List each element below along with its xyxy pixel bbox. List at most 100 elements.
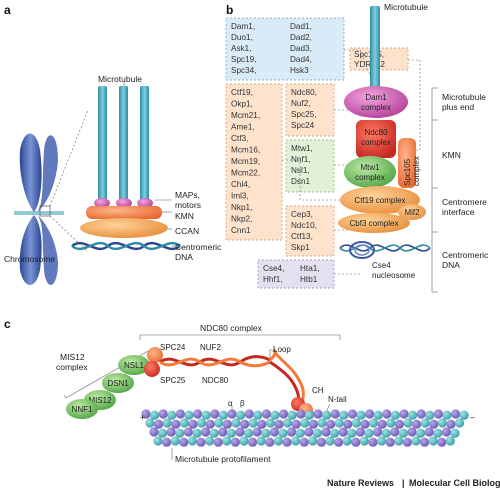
tubulin-subunit [150,410,160,420]
tubulin-subunit [273,436,283,446]
svg-text:Hta1,Htb1: Hta1,Htb1 [300,264,320,284]
tubulin-subunit [300,418,310,428]
tubulin-subunit [269,427,279,437]
tubulin-subunit [299,437,309,447]
tubulin-subunit [295,428,305,438]
tubulin-subunit [373,427,383,437]
tubulin-subunit [287,410,297,420]
tubulin-subunit [377,419,387,429]
panel-a-label: a [4,3,11,17]
tubulin-subunit [308,436,318,446]
chromosome-icon [14,133,64,285]
spc105-complex-label: Spc105complex [403,156,421,186]
tubulin-subunit [364,428,374,438]
tubulin-subunit [304,427,314,437]
tubulin-subunit [330,409,340,419]
tubulin-subunit [193,409,203,419]
tubulin-subunit [338,427,348,437]
tubulin-subunit [420,418,430,428]
tubulin-subunit [236,410,246,420]
tubulin-subunit [265,418,275,428]
tubulin-subunit [321,427,331,437]
tubulin-subunit [385,437,395,447]
centromeric-dna-a [71,241,181,251]
tubulin-subunit [411,436,421,446]
kmn-layer [86,206,162,219]
tubulin-subunit [244,428,254,438]
tubulin-subunit [382,409,392,419]
tubulin-subunit [291,419,301,429]
tubulin-subunit [412,419,422,429]
nsl1-label: NSL1 [124,361,145,370]
chromosome-label: Chromosome [4,254,55,264]
tubulin-subunit [450,428,460,438]
tubulin-subunit [154,419,164,429]
svg-text:Ndc80,Nuf2,Spc25,Spc24: Ndc80,Nuf2,Spc25,Spc24 [291,88,317,130]
tubulin-subunit [360,419,370,429]
tubulin-subunit [235,427,245,437]
tubulin-subunit [451,409,461,419]
tubulin-subunit [166,427,176,437]
nsl1-subunit [118,355,150,375]
panel-b: b Dam1,Duo1,Ask1,Spc19,Spc34, Dad1,Dad2,… [225,2,489,293]
tubulin-subunit [279,409,289,419]
tubulin-subunit [158,409,168,419]
centromeric-dna-b [339,244,431,252]
protofilament-label: Microtubule protofilament [175,454,271,464]
tubulin-subunit [308,419,318,429]
plus-end-label: + [140,412,145,422]
tubulin-subunit [162,418,172,428]
spc24-head [147,347,163,363]
tubulin-subunit [403,418,413,428]
beta-label: β [240,399,245,408]
dsn1-label: DSN1 [107,379,129,388]
footer-section: Molecular Cell Biology [409,478,500,488]
tubulin-subunit [334,418,344,428]
tubulin-subunit [213,437,223,447]
svg-text:Spc105,YDR532: Spc105,YDR532 [354,50,385,69]
tubulin-subunit [171,419,181,429]
tubulin-subunit [145,418,155,428]
tubulin-subunit [368,437,378,447]
maps-motors-caps [94,198,153,208]
ndc80-complex [356,120,396,158]
microtubule-label-a: Microtubule [98,74,142,84]
tubulin-subunit [197,418,207,428]
tubulin-subunit [330,428,340,438]
box-ndc80-proteins: Ndc80,Nuf2,Spc25,Spc24 [285,83,335,137]
tubulin-subunit [265,437,275,447]
spc105-complex [398,138,416,188]
tubulin-subunit [455,418,465,428]
tubulin-subunit [222,436,232,446]
panel-b-label: b [226,3,233,17]
tubulin-subunit [196,437,206,447]
microtubule-b [370,6,380,90]
tubulin-subunit [167,410,177,420]
tubulin-subunit [274,419,284,429]
tubulin-subunit [141,409,151,419]
footer-journal: Nature Reviews [327,478,394,488]
tubulin-subunit [240,419,250,429]
ctf19-complex-label: Ctf19 complex [354,196,405,205]
tubulin-subunit [377,436,387,446]
tubulin-subunit [214,418,224,428]
mtw1-complex [344,156,396,188]
nnf1-subunit [66,399,98,419]
dam1-complex [344,86,408,118]
tubulin-subunit [442,410,452,420]
tubulin-subunit [446,419,456,429]
tubulin-subunit [351,418,361,428]
tubulin-subunit [244,409,254,419]
footer-separator: | [402,478,405,488]
tubulin-subunit [359,436,369,446]
tubulin-subunit [317,418,327,428]
right-brackets [431,87,438,293]
tubulin-subunit [347,409,357,419]
tubulin-subunit [239,436,249,446]
ndc80-label-c: NDC80 [202,376,229,385]
tubulin-subunit [222,419,232,429]
tubulin-subunit [390,427,400,437]
